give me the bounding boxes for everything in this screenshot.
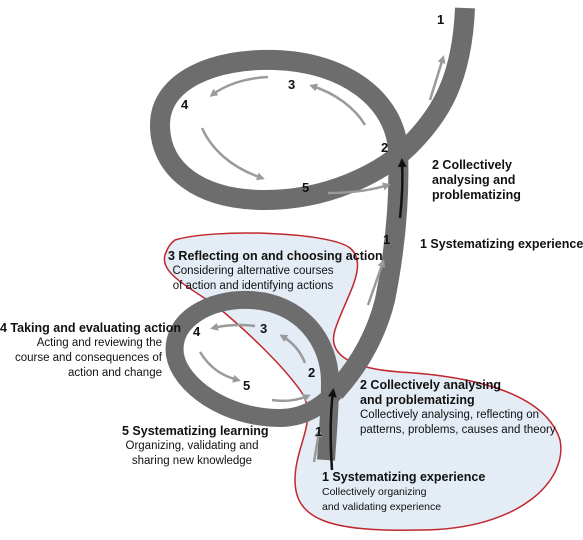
upper-black-arrow	[397, 158, 407, 219]
lower-number-2: 2	[308, 365, 315, 380]
label-reflecting-title: 3 Reflecting on and choosing action	[168, 249, 383, 263]
label-reflecting: 3 Reflecting on and choosing action Cons…	[168, 249, 383, 294]
upper-arrow-5-to-2	[327, 182, 391, 195]
lower-number-3: 3	[260, 321, 267, 336]
label-lower-collective-analysis-desc: Collectively analysing, reflecting on pa…	[360, 409, 556, 436]
upper-arrow-stem	[366, 259, 386, 306]
label-upper-systematizing-experience-title: 1 Systematizing experience	[420, 237, 583, 251]
label-lower-systematizing-experience-desc: Collectively organizing and validating e…	[322, 486, 442, 513]
lower-black-arrow	[327, 388, 337, 471]
upper-arrow-2-to-3	[309, 83, 367, 126]
lower-arrow-3-to-4	[210, 322, 256, 331]
label-upper-collective-analysis-title: 2 Collectively analysing and problematiz…	[432, 158, 521, 202]
label-upper-systematizing-experience: 1 Systematizing experience	[420, 237, 583, 252]
upper-spiral-band	[149, 7, 475, 399]
label-upper-collective-analysis: 2 Collectively analysing and problematiz…	[432, 158, 572, 203]
lower-arrow-5-to-2	[271, 394, 311, 403]
upper-number-3: 3	[288, 77, 295, 92]
upper-arrow-4-to-5	[200, 127, 265, 181]
label-systematizing-learning: 5 Systematizing learning Organizing, val…	[122, 424, 269, 469]
label-systematizing-learning-desc: Organizing, validating and sharing new k…	[125, 440, 259, 467]
label-lower-collective-analysis: 2 Collectively analysing and problematiz…	[360, 378, 560, 438]
lower-number-1: 1	[315, 424, 322, 439]
label-lower-collective-analysis-title: 2 Collectively analysing and problematiz…	[360, 378, 502, 407]
upper-number-5: 5	[302, 180, 309, 195]
lower-arrow-stem	[312, 429, 323, 463]
upper-number-4: 4	[181, 97, 189, 112]
label-taking-action-title: 4 Taking and evaluating action	[0, 321, 182, 335]
label-lower-systematizing-experience: 1 Systematizing experience Collectively …	[322, 470, 486, 515]
label-lower-systematizing-experience-title: 1 Systematizing experience	[322, 470, 486, 484]
label-reflecting-desc: Considering alternative courses of actio…	[172, 265, 334, 292]
upper-arrow-3-to-4	[209, 75, 269, 97]
upper-number-1-top: 1	[437, 12, 444, 27]
lower-number-5: 5	[243, 378, 250, 393]
upper-number-2: 2	[381, 140, 388, 155]
upper-number-1-stem: 1	[383, 232, 390, 247]
label-taking-action: 4 Taking and evaluating action Acting an…	[0, 321, 182, 381]
lower-number-4: 4	[193, 324, 201, 339]
lower-arrow-4-to-5	[198, 351, 241, 383]
label-taking-action-desc: Acting and reviewing the course and cons…	[14, 337, 162, 379]
lower-spiral-band	[165, 290, 342, 461]
lower-arrow-2-to-3	[279, 334, 307, 364]
label-systematizing-learning-title: 5 Systematizing learning	[122, 424, 269, 438]
upper-arrow-top	[428, 55, 446, 101]
